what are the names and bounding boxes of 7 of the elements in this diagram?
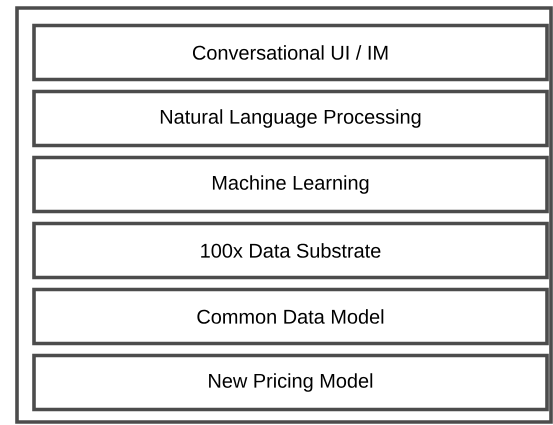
layer-band: Natural Language Processing <box>32 90 549 148</box>
frame-box <box>15 6 553 424</box>
layer-band: Conversational UI / IM <box>32 24 549 82</box>
layer-band: New Pricing Model <box>32 354 549 412</box>
layer-band: Machine Learning <box>32 156 549 214</box>
layer-band: 100x Data Substrate <box>32 222 549 280</box>
layer-band: Common Data Model <box>32 288 549 346</box>
